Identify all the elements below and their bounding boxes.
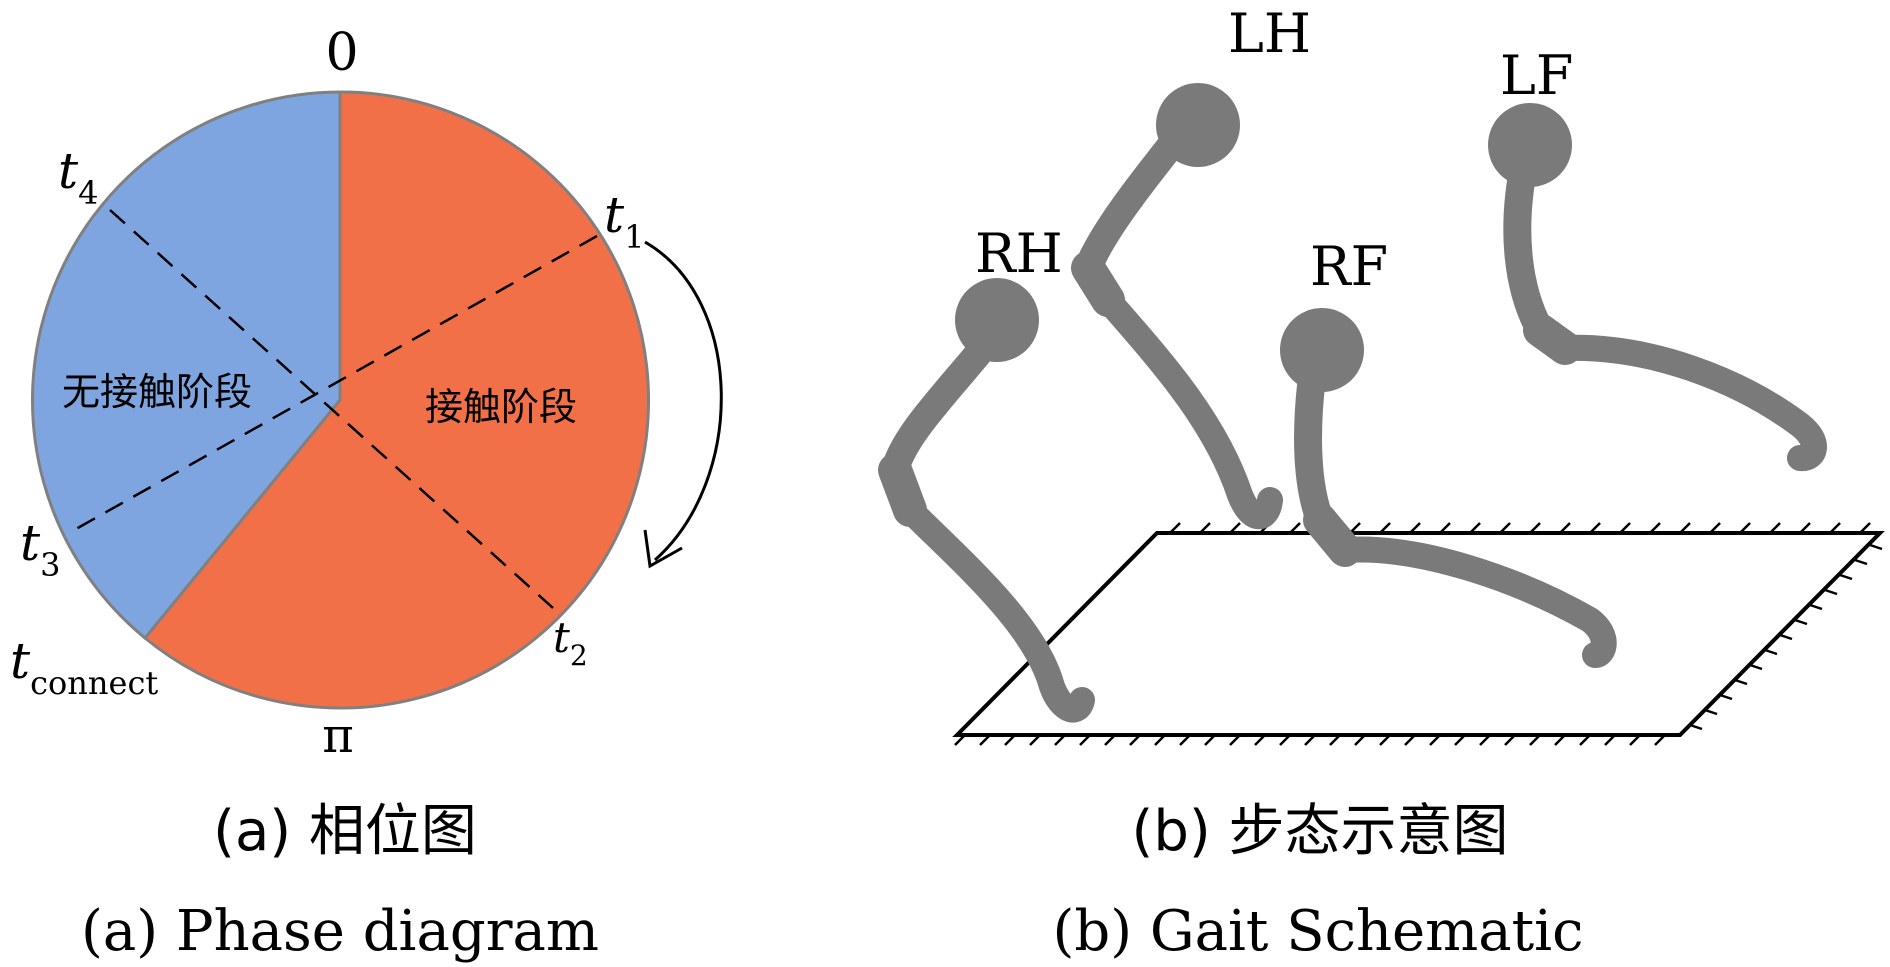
t4-label: t4 bbox=[58, 142, 98, 212]
leg-rh bbox=[878, 278, 1095, 723]
dashed-line-t4-t2 bbox=[109, 209, 554, 609]
phase-pi-label: π bbox=[322, 708, 354, 764]
leg-lh bbox=[1071, 83, 1283, 530]
leg-label-rf: RF bbox=[1310, 235, 1388, 298]
no-contact-sector bbox=[31, 90, 342, 641]
leg-rh-shank bbox=[897, 497, 1095, 723]
no-contact-phase-label: 无接触阶段 bbox=[62, 370, 252, 414]
phase-diagram: 0 π t1 t2 t3 t4 tconnect 无接触阶段 接触阶段 bbox=[10, 23, 723, 764]
caption-a-cn: (a) 相位图 bbox=[213, 799, 477, 864]
dashed-line-t1-t3 bbox=[75, 234, 598, 531]
caption-b-en: (b) Gait Schematic bbox=[1053, 899, 1584, 964]
leg-lh-hip bbox=[1156, 83, 1240, 167]
gait-schematic: LH LF RH RF bbox=[878, 2, 1885, 746]
leg-lh-shank bbox=[1095, 287, 1283, 530]
contact-phase-label: 接触阶段 bbox=[425, 385, 577, 429]
leg-label-lf: LF bbox=[1500, 44, 1573, 107]
leg-label-rh: RH bbox=[975, 222, 1063, 285]
arrow-head bbox=[643, 529, 683, 569]
leg-label-lh: LH bbox=[1228, 2, 1311, 65]
t3-label: t3 bbox=[20, 514, 60, 584]
leg-lf-shank bbox=[1552, 334, 1827, 472]
caption-b-cn: (b) 步态示意图 bbox=[1131, 799, 1508, 864]
contact-sector bbox=[142, 90, 650, 710]
leg-lf-hip bbox=[1488, 103, 1572, 187]
t1-label: t1 bbox=[604, 186, 644, 256]
leg-rh-hip bbox=[955, 278, 1039, 362]
caption-a-en: (a) Phase diagram bbox=[81, 899, 599, 964]
phase-zero-label: 0 bbox=[325, 23, 358, 83]
rotation-arrow bbox=[644, 240, 723, 562]
tconnect-label: tconnect bbox=[10, 632, 158, 702]
t2-label: t2 bbox=[553, 613, 588, 672]
leg-rf bbox=[1280, 308, 1617, 668]
leg-rf-hip bbox=[1280, 308, 1364, 392]
leg-rf-shank bbox=[1332, 536, 1617, 668]
leg-lf bbox=[1488, 103, 1827, 472]
